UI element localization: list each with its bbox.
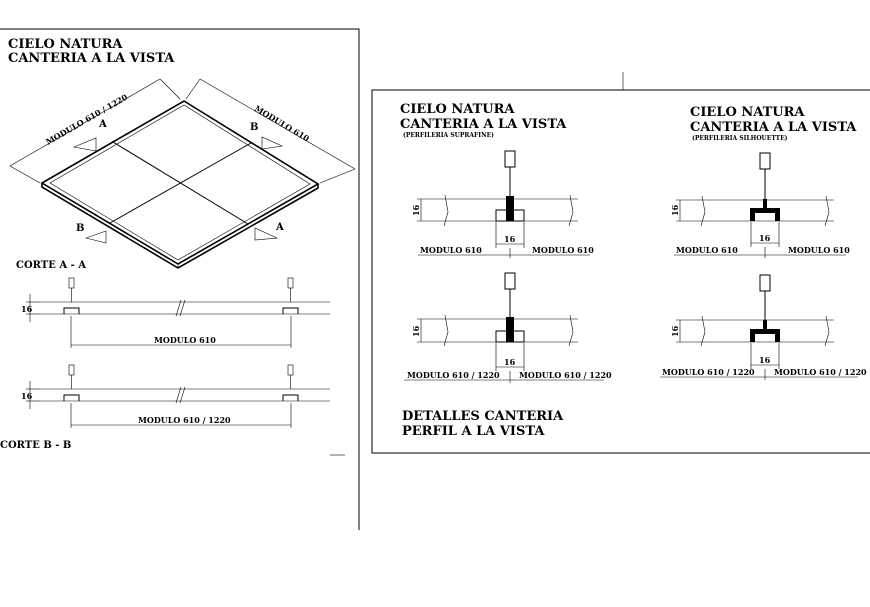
suprafine-detail-1: 16 16 MODULO 610 MODULO 610 [411, 150, 594, 258]
panel-break-left [700, 195, 706, 227]
dim-ext-left [9, 165, 41, 184]
dim-ext-right [319, 168, 356, 184]
profile-right-bb [282, 394, 299, 401]
section-marker-b1 [261, 136, 284, 150]
silhouette-detail-1: 16 16 MODULO 610 MODULO 610 [670, 152, 850, 258]
rl-title-line1: CIELO NATURA [400, 102, 515, 117]
panel-break-right [824, 315, 830, 347]
dim-line-left [9, 78, 161, 167]
hanger-right-bb [287, 364, 294, 376]
rr-d1-mod-left: MODULO 610 [676, 245, 738, 255]
section-bb-label: CORTE B - B [0, 440, 71, 451]
hanger-left-bb [68, 364, 75, 376]
rl-subtitle: (PERFILERIA SUPRAFINE) [403, 132, 494, 139]
rl-d2-width: 16 [504, 357, 516, 367]
profile-web [506, 317, 514, 342]
rr-title-line2: CANTERIA A LA VISTA [690, 120, 857, 135]
dim-ext-top [159, 78, 181, 100]
hanger-box [504, 272, 516, 290]
profile-web [763, 199, 767, 209]
mark-b-bottom: B [76, 223, 84, 234]
isometric-ceiling: MODULO 610 / 1220 MODULO 610 A B B A [9, 78, 356, 269]
mark-a-top: A [98, 119, 107, 130]
rr-d2-mod-left: MODULO 610 / 1220 [662, 367, 755, 377]
section-aa-module: MODULO 610 [154, 335, 216, 345]
profile-left-bb [63, 394, 80, 401]
grid-joint-2 [109, 142, 252, 224]
rr-d2-width: 16 [759, 355, 771, 365]
mark-b-top: B [250, 122, 258, 133]
profile-channel [750, 208, 780, 221]
profile-web [763, 320, 767, 330]
frames [0, 28, 870, 530]
hanger-box [504, 150, 516, 168]
left-title-line1: CIELO NATURA [8, 37, 123, 52]
footer-line1: DETALLES CANTERIA [402, 409, 564, 424]
section-marker-a1 [72, 137, 97, 152]
section-aa-drawing: 16 MODULO 610 [21, 277, 330, 348]
section-bb-height: 16 [21, 391, 33, 401]
rl-d2-height: 16 [411, 325, 421, 337]
suprafine-detail-2: 16 16 MODULO 610 / 1220 MODULO 610 / 122… [404, 272, 612, 383]
rr-d1-height: 16 [670, 204, 680, 216]
rl-d1-height: 16 [411, 204, 421, 216]
left-title-line2: CANTERIA A LA VISTA [8, 51, 175, 66]
right-sheet-border [371, 89, 870, 454]
panel-break-left [700, 315, 706, 347]
rr-d1-width: 16 [759, 233, 771, 243]
section-aa-height: 16 [21, 304, 33, 314]
silhouette-detail-2: 16 16 MODULO 610 / 1220 MODULO 610 / 122… [660, 274, 867, 380]
panel-break-right [568, 314, 574, 347]
panel-break-right [824, 195, 830, 227]
hanger-left-aa [68, 277, 75, 289]
panel-break-left [443, 314, 449, 347]
iso-dim-left: MODULO 610 / 1220 [44, 92, 130, 147]
ceiling-inner-edge [49, 104, 311, 261]
rr-title-line1: CIELO NATURA [690, 105, 805, 120]
section-bb-module: MODULO 610 / 1220 [138, 415, 231, 425]
section-aa-label: CORTE A - A [16, 260, 86, 271]
section-marker-b2 [84, 230, 107, 244]
break-2-bb [179, 386, 186, 404]
panel-break-right [568, 194, 574, 227]
profile-left-aa [63, 307, 80, 314]
rl-title-line2: CANTERIA A LA VISTA [400, 117, 567, 132]
rr-subtitle: (PERFILERIA SILHOUETTE) [692, 135, 788, 142]
rr-d2-height: 16 [670, 325, 680, 337]
rl-d2-mod-right: MODULO 610 / 1220 [519, 370, 612, 380]
section-marker-a2 [254, 227, 279, 241]
break-1-bb [175, 386, 182, 404]
rr-d1-mod-right: MODULO 610 [788, 245, 850, 255]
hanger-box [759, 274, 771, 292]
hanger-right-aa [287, 277, 294, 289]
footer-line2: PERFIL A LA VISTA [402, 424, 545, 439]
rl-d1-mod-right: MODULO 610 [532, 245, 594, 255]
rr-d2-mod-right: MODULO 610 / 1220 [774, 367, 867, 377]
rl-d1-width: 16 [504, 234, 516, 244]
profile-right-aa [282, 307, 299, 314]
section-bb-drawing: 16 MODULO 610 / 1220 [21, 364, 330, 428]
left-sheet-border [0, 28, 360, 530]
break-1-aa [175, 299, 182, 317]
dim-ext-top2 [185, 78, 201, 100]
profile-channel [750, 329, 780, 342]
hanger-box [759, 152, 771, 170]
mark-a-bottom: A [275, 222, 284, 233]
profile-web [506, 196, 514, 221]
rl-d2-mod-left: MODULO 610 / 1220 [407, 370, 500, 380]
rl-d1-mod-left: MODULO 610 [420, 245, 482, 255]
break-2-aa [179, 299, 186, 317]
panel-break-left [443, 194, 449, 227]
dim-line-right [199, 78, 356, 170]
